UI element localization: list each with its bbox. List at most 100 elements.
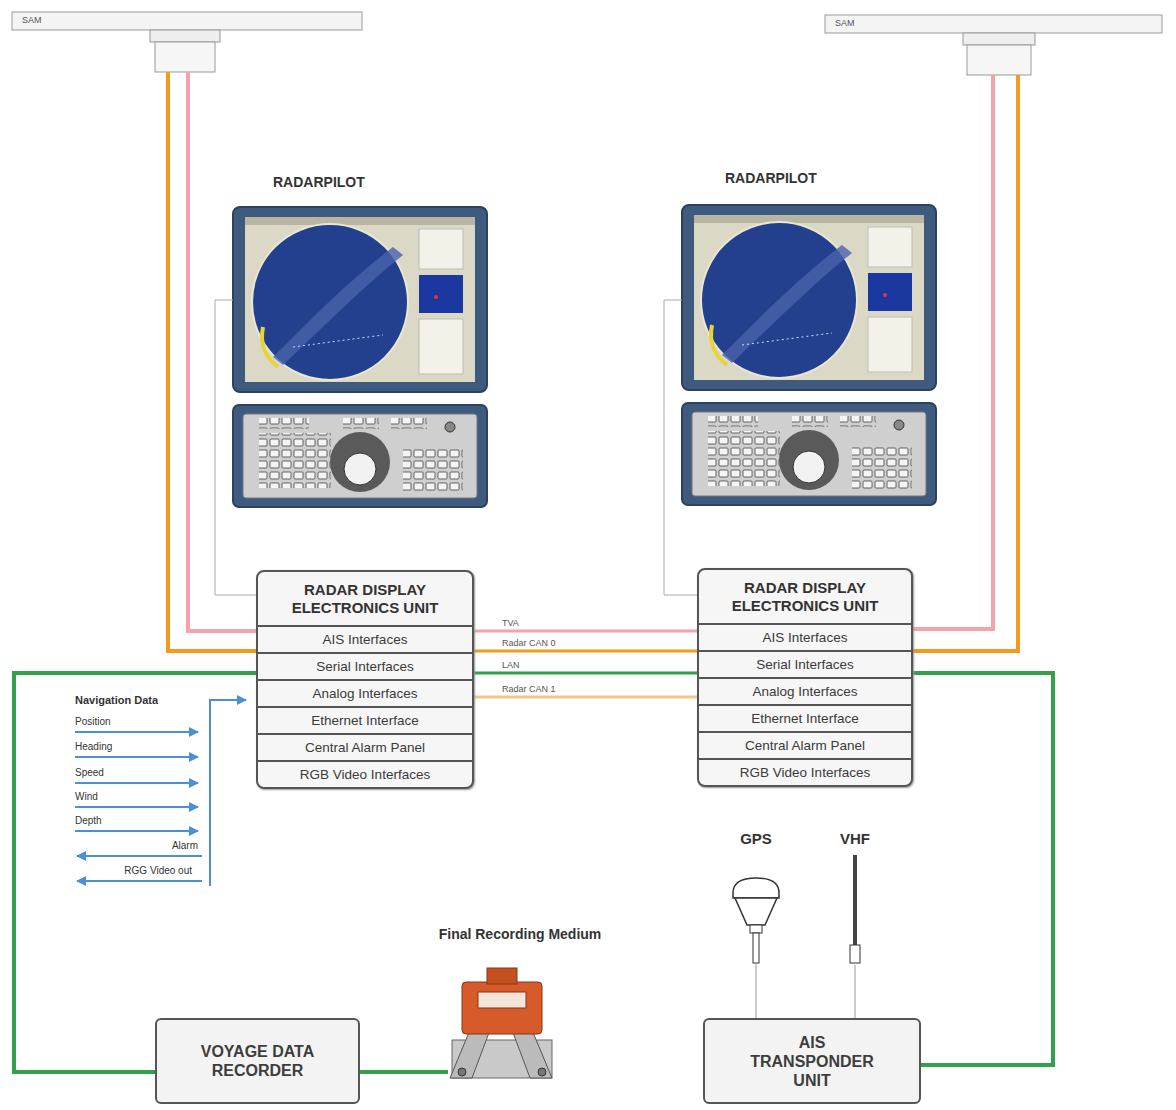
cable-line bbox=[474, 696, 697, 699]
antenna-flange bbox=[963, 33, 1035, 45]
signal-group-heading: Navigation Data bbox=[75, 694, 158, 706]
node-label: RADAR DISPLAY ELECTRONICS UNIT bbox=[699, 570, 911, 623]
node-label: GPS bbox=[726, 830, 786, 847]
mount-bolt bbox=[458, 1068, 466, 1076]
interface-row: AIS Interfaces bbox=[258, 625, 472, 652]
node-label: RADARPILOT bbox=[273, 174, 487, 191]
mount-bracket bbox=[450, 1030, 490, 1078]
node-label: AIS Interfaces bbox=[258, 627, 472, 652]
vhf-base bbox=[850, 945, 860, 963]
node-label: Analog Interfaces bbox=[699, 679, 911, 704]
signal-name: Position bbox=[75, 716, 111, 728]
cable-line bbox=[360, 1070, 448, 1074]
node-label: Ethernet Interface bbox=[699, 706, 911, 731]
cable-line bbox=[188, 72, 256, 631]
signal-arrow bbox=[75, 782, 198, 784]
interface-row: AIS Interfaces bbox=[699, 623, 911, 650]
signal-arrow bbox=[75, 731, 198, 733]
signal-name: Alarm bbox=[98, 840, 198, 852]
node-label: AIS TRANSPONDER UNIT bbox=[737, 1033, 887, 1090]
antenna-bar bbox=[825, 15, 1162, 33]
gps-collar bbox=[750, 925, 762, 933]
interface-row: Central Alarm Panel bbox=[258, 733, 472, 760]
signal-name: RGG Video out bbox=[58, 865, 192, 877]
cable-line bbox=[474, 672, 697, 675]
node-label: SAM bbox=[22, 15, 364, 26]
gps-antenna: GPS bbox=[726, 830, 786, 963]
interface-row: Analog Interfaces bbox=[258, 679, 472, 706]
node-label: Central Alarm Panel bbox=[258, 735, 472, 760]
node-label: Final Recording Medium bbox=[408, 926, 632, 943]
node-label: Serial Interfaces bbox=[699, 652, 911, 677]
cable-line bbox=[14, 673, 256, 1072]
node-label: AIS Interfaces bbox=[699, 625, 911, 650]
node-label: RADAR DISPLAY ELECTRONICS UNIT bbox=[258, 572, 472, 625]
node-label: SAM bbox=[835, 18, 1162, 29]
signal-bus bbox=[209, 699, 211, 886]
signal-arrow bbox=[75, 806, 198, 808]
signal-label: Radar CAN 0 bbox=[502, 638, 556, 649]
interface-row: Analog Interfaces bbox=[699, 677, 911, 704]
signal-arrow bbox=[75, 756, 198, 758]
radar-display: RADARPILOT bbox=[682, 166, 936, 503]
capsule-body bbox=[462, 982, 542, 1034]
signal-label: TVA bbox=[502, 618, 519, 629]
signal-arrow bbox=[209, 699, 246, 701]
radar-antenna: SAM bbox=[825, 15, 1162, 75]
cable-line bbox=[664, 300, 697, 595]
antenna-bar bbox=[12, 12, 362, 30]
transponder-box: AIS TRANSPONDER UNIT bbox=[703, 1018, 921, 1104]
cable-line bbox=[168, 72, 256, 651]
node-label: Analog Interfaces bbox=[258, 681, 472, 706]
signal-arrow bbox=[75, 830, 198, 832]
mount-bracket bbox=[512, 1030, 552, 1078]
electronics-unit: RADAR DISPLAY ELECTRONICS UNITAIS Interf… bbox=[256, 570, 474, 789]
interface-row: Ethernet Interface bbox=[258, 706, 472, 733]
cable-line bbox=[756, 963, 757, 1018]
signal-label: LAN bbox=[502, 660, 520, 671]
interface-row: Serial Interfaces bbox=[258, 652, 472, 679]
signal-name: Wind bbox=[75, 791, 98, 803]
vhf-antenna: VHF bbox=[830, 830, 880, 965]
radar-console bbox=[682, 205, 936, 505]
antenna-flange bbox=[150, 30, 220, 42]
mount-bolt bbox=[538, 1068, 546, 1076]
signal-name: Speed bbox=[75, 767, 104, 779]
recording-medium: Final Recording Medium bbox=[448, 966, 552, 1082]
interface-row: Serial Interfaces bbox=[699, 650, 911, 677]
interface-row: Ethernet Interface bbox=[699, 704, 911, 731]
antenna-pedestal bbox=[967, 45, 1031, 75]
signal-label: Radar CAN 1 bbox=[502, 684, 556, 695]
interface-row: Central Alarm Panel bbox=[699, 731, 911, 758]
cable-line bbox=[913, 75, 993, 629]
radar-antenna: SAM bbox=[12, 12, 364, 72]
node-label: Ethernet Interface bbox=[258, 708, 472, 733]
node-label: RGB Video Interfaces bbox=[258, 762, 472, 787]
interface-row: RGB Video Interfaces bbox=[699, 758, 911, 785]
capsule-handle bbox=[487, 968, 517, 984]
interface-row: RGB Video Interfaces bbox=[258, 760, 472, 787]
node-label: Serial Interfaces bbox=[258, 654, 472, 679]
gps-neck bbox=[735, 898, 777, 925]
gps-mast bbox=[753, 933, 759, 963]
node-label: Central Alarm Panel bbox=[699, 733, 911, 758]
radar-console bbox=[233, 207, 487, 507]
cable-line bbox=[215, 300, 256, 595]
antenna-pedestal bbox=[155, 42, 215, 72]
cable-line bbox=[855, 965, 856, 1018]
recorder-box: VOYAGE DATA RECORDER bbox=[155, 1018, 360, 1104]
node-label: RGB Video Interfaces bbox=[699, 760, 911, 785]
signal-name: Depth bbox=[75, 815, 102, 827]
signal-arrow bbox=[77, 855, 202, 857]
radar-display: RADARPILOT bbox=[233, 170, 487, 507]
vhf-whip bbox=[853, 855, 857, 945]
cable-line bbox=[474, 650, 697, 653]
electronics-unit: RADAR DISPLAY ELECTRONICS UNITAIS Interf… bbox=[697, 568, 913, 787]
signal-name: Heading bbox=[75, 741, 112, 753]
gps-dome bbox=[733, 878, 779, 898]
cable-line bbox=[913, 75, 1018, 651]
cable-line bbox=[913, 673, 1053, 1065]
